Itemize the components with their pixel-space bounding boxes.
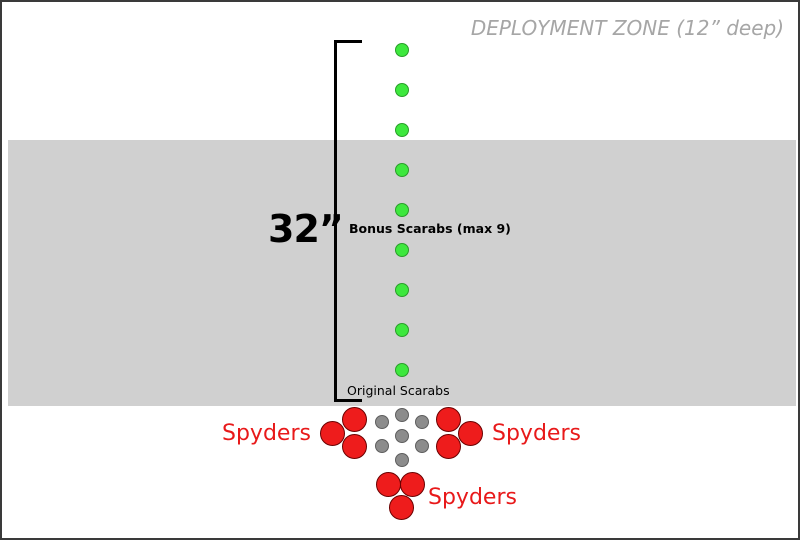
bonus-scarab-marker <box>395 363 409 377</box>
original-scarab-marker <box>395 408 409 422</box>
original-scarab-marker <box>415 415 429 429</box>
bonus-scarab-marker <box>395 43 409 57</box>
original-scarab-marker <box>415 439 429 453</box>
spyder-marker <box>342 407 367 432</box>
spyder-marker <box>342 434 367 459</box>
spyder-marker <box>376 472 401 497</box>
spyder-marker <box>436 407 461 432</box>
spyder-marker <box>436 434 461 459</box>
bonus-scarab-marker <box>395 323 409 337</box>
bonus-scarab-marker <box>395 123 409 137</box>
deployment-zone-label: DEPLOYMENT ZONE (12” deep) <box>470 16 784 40</box>
bonus-scarab-marker <box>395 83 409 97</box>
bonus-scarab-marker <box>395 243 409 257</box>
bonus-scarab-marker <box>395 203 409 217</box>
bonus-scarabs-label: Bonus Scarabs (max 9) <box>349 221 511 236</box>
original-scarab-marker <box>375 415 389 429</box>
original-scarab-marker <box>375 439 389 453</box>
original-scarab-marker <box>395 453 409 467</box>
spyders-label-right: Spyders <box>492 421 581 446</box>
spyders-label-bottom: Spyders <box>428 485 517 510</box>
spyder-marker <box>400 472 425 497</box>
bonus-scarab-marker <box>395 163 409 177</box>
distance-label: 32” <box>268 207 344 251</box>
spyder-marker <box>458 421 483 446</box>
spyders-label-left: Spyders <box>222 421 311 446</box>
terrain-band <box>8 140 796 406</box>
bonus-scarab-marker <box>395 283 409 297</box>
spyder-marker <box>389 495 414 520</box>
original-scarabs-label: Original Scarabs <box>347 383 450 398</box>
original-scarab-marker <box>395 429 409 443</box>
distance-bracket <box>334 40 362 402</box>
spyder-marker <box>320 421 345 446</box>
